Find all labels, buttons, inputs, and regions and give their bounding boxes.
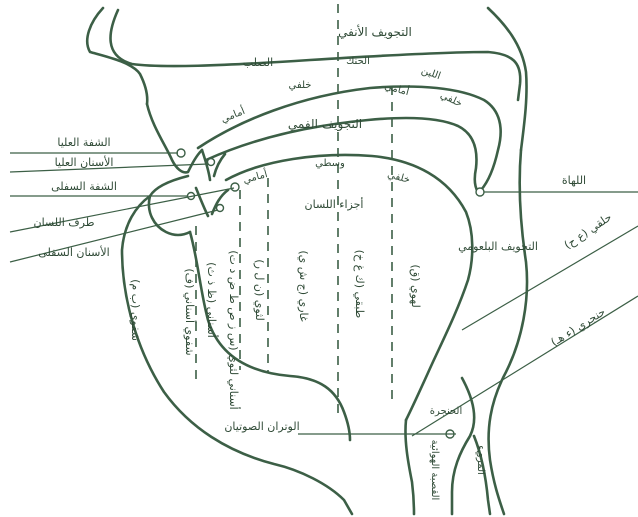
label-labiodental: (ف) شفوي أسناني <box>183 268 197 355</box>
label-vocal-cords: الوتران الصوتيان <box>224 420 299 433</box>
label-uvula-region: اللين <box>420 65 442 82</box>
pharynx-back-wall <box>489 150 527 514</box>
label-alveolar-dental: (س ز ص ط ض د ت) أسناني لثوي <box>227 250 241 409</box>
label-front-soft: أمامي <box>383 79 411 98</box>
label-oral-cavity: التجويف الفمي <box>288 117 362 132</box>
label-bilabial: (ب م) شفوي <box>129 279 142 341</box>
label-nasal-cavity: التجويف الأنفي <box>338 24 412 40</box>
label-trachea: القصبة الهوائية <box>429 440 440 501</box>
label-larynx: الحنجرة <box>430 406 463 417</box>
label-lower-teeth: الأسنان السفلى <box>38 245 109 259</box>
label-upper-lip: الشفة العليا <box>57 136 110 149</box>
tongue-tip-point <box>231 183 239 191</box>
epiglottis-outline <box>452 378 474 514</box>
label-middle: وسطي <box>315 158 345 169</box>
label-upper-teeth: الأسنان العليا <box>55 155 114 169</box>
upper-teeth-point <box>208 159 215 166</box>
label-alveolar: (ن ل ر) لثوي <box>253 259 266 320</box>
label-uvular: (ق) لهوي <box>409 264 422 307</box>
label-esophagus: المريء <box>475 445 486 475</box>
label-pharyngeal-cavity: التجويف البلعومي <box>458 240 538 253</box>
nasal-cavity-outline <box>110 10 520 100</box>
label-back: خلفي <box>289 80 312 91</box>
upper-lip-outline <box>147 104 202 172</box>
label-pharyngeal: (ع ح) حلقي <box>562 210 614 251</box>
label-lower-lip: الشفة السفلى <box>51 180 117 193</box>
label-uvula: اللهاة <box>562 174 586 187</box>
label-interdental: (ظ ذ ث) أسناني <box>205 262 219 338</box>
label-back-tongue: خلفي <box>386 169 411 186</box>
label-glottal: (ء هـ) حنجري <box>549 305 608 349</box>
upper-lip-point <box>177 149 185 157</box>
label-hard-palate: الصلب <box>243 56 273 69</box>
label-tongue-parts: أجزاء اللسان <box>305 197 364 211</box>
label-palatal: (ج ش ي) غاري <box>297 250 310 322</box>
label-tongue-tip: طرف اللسان <box>33 216 94 229</box>
uvula-point <box>476 188 484 196</box>
label-velar: (ك غ خ) طبقي <box>353 250 366 319</box>
label-soft-palate: الحنك <box>346 56 370 67</box>
